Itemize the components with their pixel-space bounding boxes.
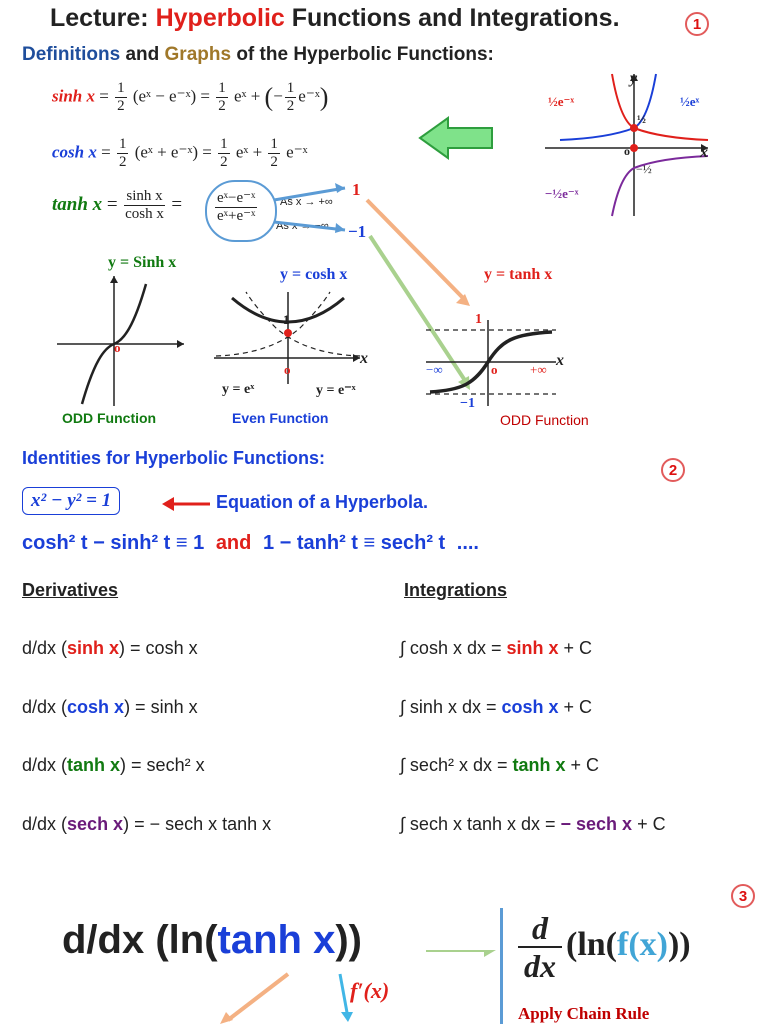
d-dx-fraction: d dx <box>518 910 562 984</box>
integration-row: ∫ sech x tanh x dx = − sech x + C <box>400 814 666 834</box>
label-neg-half-exp-neg: −½e⁻ˣ <box>545 186 579 201</box>
subtitle: Definitions and Graphs of the Hyperbolic… <box>22 44 494 65</box>
tanh-one: 1 <box>475 312 482 327</box>
part3-arrows <box>220 950 496 1024</box>
tanh-neg-one: −1 <box>460 396 475 411</box>
ln-fx-expression: (ln(f(x))) <box>566 926 691 963</box>
section-badge-3: 3 <box>731 884 755 908</box>
tanh-neg-inf: −∞ <box>426 362 443 377</box>
tanh-origin: o <box>491 362 498 377</box>
tanh-exp-circle <box>205 180 277 242</box>
identities-heading: Identities for Hyperbolic Functions: <box>22 448 326 468</box>
derivative-row: d/dx (cosh x) = sinh x <box>22 697 198 717</box>
top-graph-y-label: y <box>630 70 638 87</box>
label-half-exp-neg: ½e⁻ˣ <box>548 94 575 109</box>
title-highlight: Hyperbolic <box>155 4 285 32</box>
cosh-origin: o <box>284 362 291 377</box>
label-half: ½ <box>637 112 646 126</box>
tanh-x-label: x <box>556 352 564 369</box>
cosh-graph-title: y = cosh x <box>280 266 348 283</box>
rule-divider <box>500 908 503 1024</box>
section-badge-2: 2 <box>661 458 685 482</box>
page-title: Lecture: Hyperbolic Functions and Integr… <box>50 4 620 32</box>
hyperbola-note: Equation of a Hyperbola. <box>216 492 429 512</box>
limit-pos-value: 1 <box>352 180 361 199</box>
integration-row: ∫ sinh x dx = cosh x + C <box>400 697 593 717</box>
sinh-origin: o <box>114 340 121 355</box>
tanh-graph <box>426 320 556 406</box>
identity-line: cosh² t − sinh² t ≡ 1 and 1 − tanh² t ≡ … <box>22 532 479 554</box>
limit-pos-label: As x → +∞ <box>280 196 333 208</box>
hyperbola-equation: x² − y² = 1 <box>22 487 121 515</box>
integrations-heading: Integrations <box>404 580 508 600</box>
label-neg-half: −½ <box>636 162 652 176</box>
label-origin: o <box>624 144 630 158</box>
chain-rule-note: Apply Chain Rule <box>518 1004 650 1023</box>
limit-neg-value: −1 <box>348 222 367 241</box>
label-half-exp-pos: ½eˣ <box>680 94 700 109</box>
derivative-row: d/dx (tanh x) = sech² x <box>22 755 205 775</box>
section-badge-1: 1 <box>685 12 709 36</box>
tanh-graph-title: y = tanh x <box>484 266 553 283</box>
integration-row: ∫ cosh x dx = sinh x + C <box>400 638 593 658</box>
tanh-pos-inf: +∞ <box>530 362 547 377</box>
cosh-one: 1 <box>283 312 290 327</box>
annotation-arrows <box>273 116 493 390</box>
tanh-caption: ODD Function <box>500 412 589 428</box>
cosh-left-label: y = eˣ <box>222 382 255 397</box>
cosh-caption: Even Function <box>232 410 329 426</box>
sinh-caption: ODD Function <box>62 410 157 426</box>
integration-row: ∫ sech² x dx = tanh x + C <box>400 755 600 775</box>
hyperbola-arrow <box>162 497 210 511</box>
derivative-row: d/dx (sinh x) = cosh x <box>22 638 198 658</box>
fprime-label: f′(x) <box>350 978 390 1003</box>
cosh-right-label: y = e⁻ˣ <box>316 383 356 398</box>
cosh-graph <box>214 291 361 384</box>
sinh-graph-title: y = Sinh x <box>108 254 177 271</box>
cosh-x-label: x <box>360 350 368 367</box>
derivatives-heading: Derivatives <box>22 580 119 600</box>
top-graph-x-label: x <box>700 144 708 161</box>
sinh-graph <box>57 276 184 406</box>
derivative-row: d/dx (sech x) = − sech x tanh x <box>22 814 272 834</box>
top-graph <box>545 73 709 217</box>
ln-tanh-expression: d/dx (ln(tanh x)) <box>62 918 362 962</box>
